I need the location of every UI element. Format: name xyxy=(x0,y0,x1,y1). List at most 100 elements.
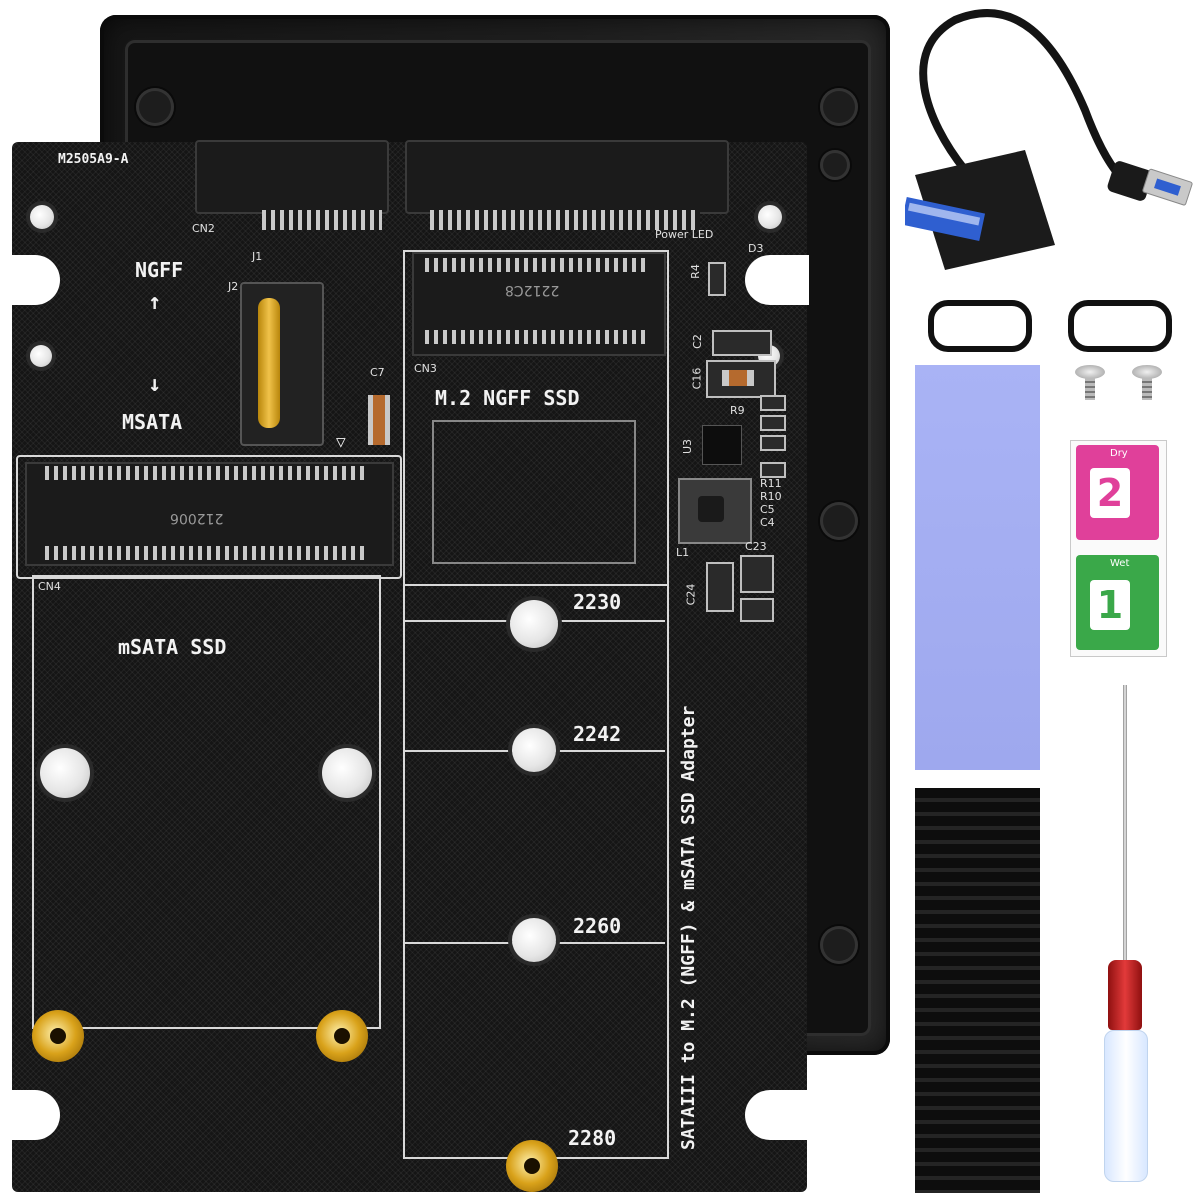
ngff-chip-outline xyxy=(432,420,636,564)
smd-component xyxy=(760,462,786,478)
m2-slot-pins xyxy=(425,330,650,344)
msata-ssd-outline xyxy=(32,575,381,1029)
ngff-mode-label: NGFF xyxy=(135,258,184,282)
mode-switch-jumper[interactable] xyxy=(240,282,324,446)
msata-ssd-label: mSATA SSD xyxy=(118,635,227,659)
thermal-pad xyxy=(915,365,1040,770)
pcb-mount-notch xyxy=(745,255,809,305)
screw-icon xyxy=(1132,365,1162,379)
pcb-mount-notch xyxy=(0,1090,60,1140)
board-id-label: M2505A9-A xyxy=(58,152,129,167)
msata-mode-label: MSATA xyxy=(122,410,183,434)
r9-label: R9 xyxy=(730,404,745,417)
cn4-label: CN4 xyxy=(38,580,61,593)
smd-component xyxy=(760,395,786,411)
screwdriver-handle-top xyxy=(1108,960,1142,1030)
pcb-mount-notch xyxy=(0,255,60,305)
arrow-down-icon: ↓ xyxy=(148,372,162,397)
mode-switch-slider[interactable] xyxy=(258,298,280,428)
capacitor-c23 xyxy=(740,555,774,593)
msata-mount-hole xyxy=(40,748,90,798)
cn3-label: CN3 xyxy=(414,362,437,375)
msata-slot-pins xyxy=(45,546,365,560)
msata-slot-pins xyxy=(45,466,365,480)
chip-u3 xyxy=(702,425,742,465)
size-2230-label: 2230 xyxy=(573,590,622,614)
usb-sata-cable xyxy=(905,9,1193,270)
c5-label: C5 xyxy=(760,503,775,516)
r10-label: R10 xyxy=(760,490,782,503)
adapter-title-label: SATAIII to M.2 (NGFF) & mSATA SSD Adapte… xyxy=(678,705,699,1150)
pcb-mounting-hole xyxy=(758,205,782,229)
msata-standoff xyxy=(316,1010,368,1062)
c2-label: C2 xyxy=(690,334,704,349)
pcb-mounting-hole xyxy=(30,205,54,229)
m2-slot-pins xyxy=(425,258,650,272)
c16-label: C16 xyxy=(690,367,704,390)
ngff-length-outline xyxy=(403,582,669,1159)
l1-label: L1 xyxy=(676,546,690,559)
adapter-pcb-board xyxy=(12,142,807,1192)
dry-wipe-number: 2 xyxy=(1090,468,1130,518)
msata-standoff xyxy=(32,1010,84,1062)
pcb-mount-notch xyxy=(745,1090,809,1140)
mount-hole-2260 xyxy=(512,918,556,962)
enclosure-screw-boss xyxy=(820,88,858,126)
u3-label: U3 xyxy=(681,438,695,455)
screwdriver-shaft xyxy=(1123,685,1127,965)
size-2260-label: 2260 xyxy=(573,914,622,938)
d3-label: D3 xyxy=(748,242,764,255)
capacitor-c7 xyxy=(368,395,390,445)
sata-power-connector xyxy=(195,140,389,214)
triangle-marker-icon: ▽ xyxy=(336,432,346,451)
wet-wipe-label: Wet xyxy=(1110,558,1130,569)
smd-component xyxy=(740,598,774,622)
power-led-label: Power LED xyxy=(655,228,714,241)
r4-label: R4 xyxy=(688,264,702,279)
resistor-r4 xyxy=(708,262,726,296)
inductor-core xyxy=(698,496,724,522)
ngff-ssd-outline xyxy=(403,250,669,586)
msata-slot-outline xyxy=(16,455,402,579)
capacitor-c24 xyxy=(706,562,734,612)
sata-data-connector xyxy=(405,140,729,214)
rubber-band xyxy=(1068,300,1172,352)
enclosure-screw-boss xyxy=(136,88,174,126)
enclosure-screw-boss xyxy=(820,502,858,540)
ngff-slot-marking: 2212C8 xyxy=(505,282,560,298)
screw-thread xyxy=(1142,378,1152,400)
c7-label: C7 xyxy=(370,366,385,379)
screw-icon xyxy=(1075,365,1105,379)
mount-hole-2230 xyxy=(510,600,558,648)
mount-hole-2242 xyxy=(512,728,556,772)
enclosure-screw-boss xyxy=(820,926,858,964)
standoff-2280 xyxy=(506,1140,558,1192)
capacitor-c16-body xyxy=(722,370,754,386)
cn2-label: CN2 xyxy=(192,222,215,235)
smd-component xyxy=(760,435,786,451)
c4-label: C4 xyxy=(760,516,775,529)
c24-label: C24 xyxy=(684,583,698,606)
sata-connector-pins xyxy=(430,210,700,230)
size-2280-label: 2280 xyxy=(568,1126,617,1150)
size-2242-label: 2242 xyxy=(573,722,622,746)
sata-connector-pins xyxy=(262,210,382,230)
msata-slot-marking: 212006 xyxy=(170,510,224,526)
rubber-band xyxy=(928,300,1032,352)
smd-component xyxy=(760,415,786,431)
j1-label: J1 xyxy=(252,250,263,263)
pcb-mounting-hole xyxy=(30,345,52,367)
heatsink xyxy=(915,788,1040,1193)
enclosure-screw-boss xyxy=(820,150,850,180)
capacitor-c2 xyxy=(712,330,772,356)
c23-label: C23 xyxy=(745,540,767,553)
wet-wipe-number: 1 xyxy=(1090,580,1130,630)
screwdriver-handle xyxy=(1104,1030,1148,1182)
dry-wipe-label: Dry xyxy=(1110,448,1128,459)
m2-ngff-ssd-label: M.2 NGFF SSD xyxy=(435,386,580,410)
screw-thread xyxy=(1085,378,1095,400)
msata-mount-hole xyxy=(322,748,372,798)
arrow-up-icon: ↑ xyxy=(148,290,162,315)
r11-label: R11 xyxy=(760,477,782,490)
j2-label: J2 xyxy=(228,280,239,293)
